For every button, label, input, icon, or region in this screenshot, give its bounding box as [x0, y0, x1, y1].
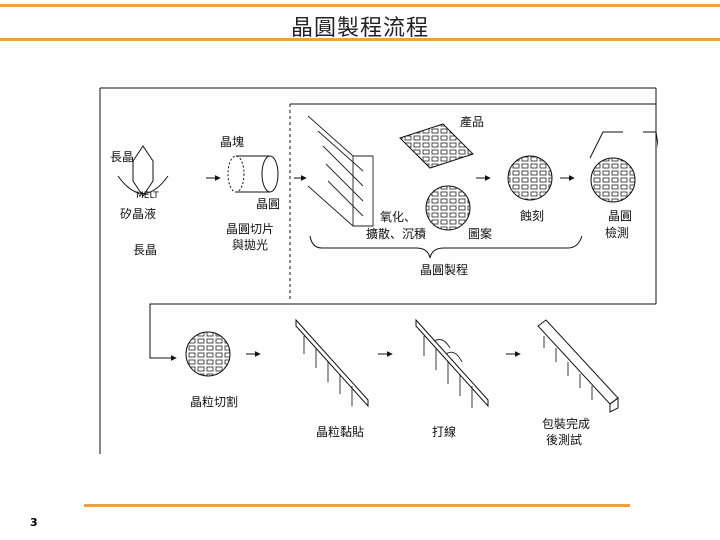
ic-pattern-label: 產品 — [460, 114, 484, 129]
die-sawing-wafer-icon — [185, 331, 231, 377]
wafer-test-label-1: 晶圓 — [608, 209, 632, 223]
diagram-frame — [99, 87, 657, 454]
ingot-label: 晶塊 — [220, 134, 244, 149]
final-test-label-2: 後測試 — [546, 432, 582, 447]
packaged-chip-icon — [537, 319, 619, 413]
pattern-label: 圖案 — [468, 226, 492, 241]
ic-pattern-icon — [399, 123, 474, 169]
title-underline-rule — [0, 38, 720, 41]
oxidation-block-icon — [307, 115, 374, 227]
crystal-growth-label: 長晶 — [110, 150, 134, 164]
crystal-growth-icon: MELT — [117, 145, 169, 201]
wafer-process-diagram: MELT 長晶 矽晶液 長晶 晶塊 晶圓 晶圓切片 與拋光 產品 氧化、 擴散、… — [99, 87, 658, 454]
wafer-label: 晶圓 — [256, 197, 280, 211]
melt-label: MELT — [136, 191, 159, 201]
final-test-label-1: 包裝完成 — [542, 416, 590, 431]
deposition-wafer-icon — [425, 185, 471, 231]
oxidation-label-1: 氧化、 — [380, 210, 416, 224]
top-accent-rule — [0, 4, 720, 7]
footer-accent-rule — [84, 504, 630, 507]
wire-bonding-icon — [415, 318, 489, 408]
etching-label: 蝕刻 — [520, 208, 544, 223]
wafer-fabrication-label: 晶圓製程 — [420, 262, 468, 277]
wafer-test-label-2: 檢測 — [605, 225, 629, 240]
row-connector-arrow — [149, 303, 656, 361]
fabrication-bracket — [309, 235, 583, 259]
wafer-slicing-label-1: 晶圓切片 — [226, 222, 274, 236]
slide-title: 晶圓製程流程 — [290, 16, 429, 41]
page-number: 3 — [30, 516, 38, 529]
ingot-icon — [227, 155, 279, 193]
wafer-test-probe-icon — [589, 131, 658, 203]
wire-bonding-label: 打線 — [432, 424, 456, 439]
die-sawing-label: 晶粒切割 — [190, 394, 238, 409]
die-bonding-label: 晶粒黏貼 — [316, 424, 364, 439]
silicon-melt-label: 矽晶液 — [120, 206, 156, 221]
oxidation-label-2: 擴散、沉積 — [366, 226, 426, 241]
die-bonding-leadframe-icon — [295, 318, 369, 408]
wafer-slicing-label-2: 與拋光 — [232, 237, 268, 252]
crystal-growth-caption: 長晶 — [133, 243, 157, 257]
etching-wafer-icon — [507, 155, 553, 201]
